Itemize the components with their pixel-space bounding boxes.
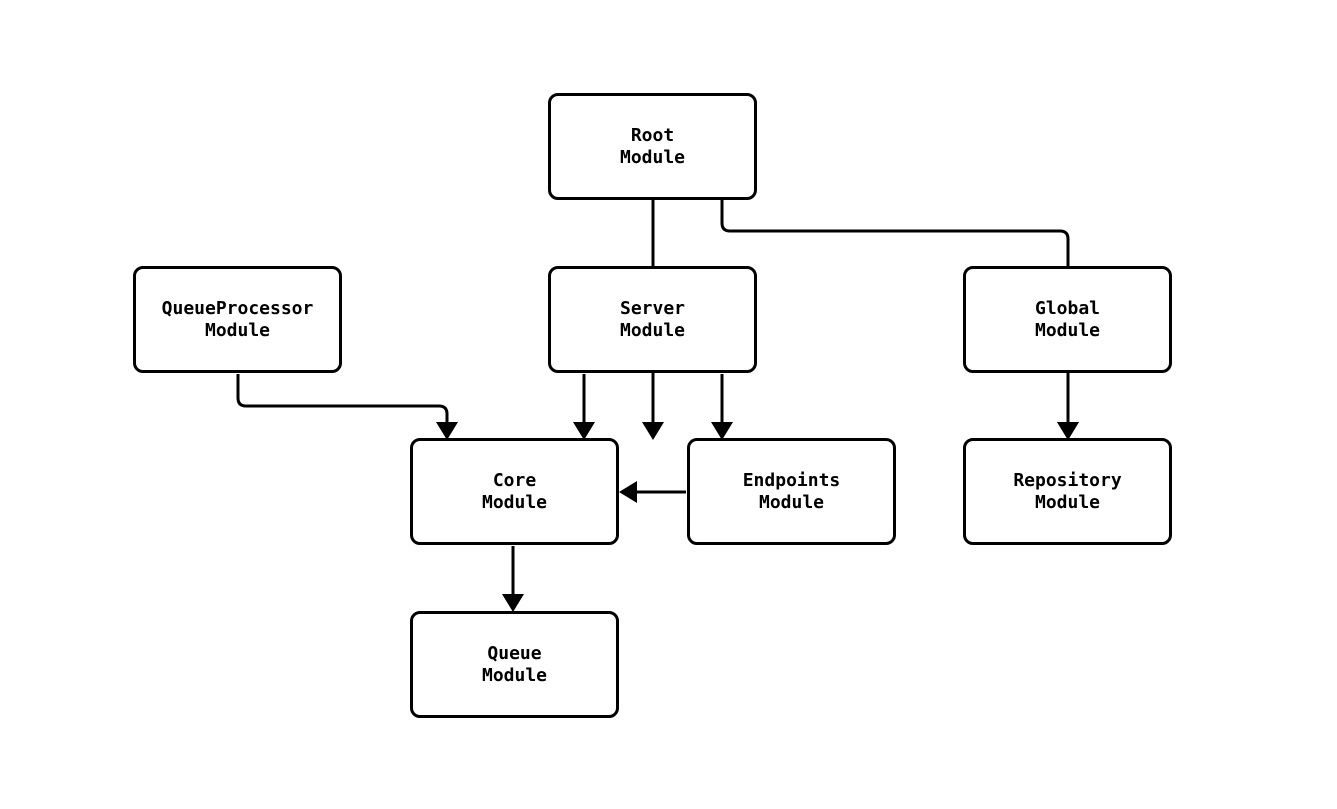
node-endpoints-module: Endpoints Module (687, 438, 896, 545)
edge-server-to-core (573, 374, 595, 440)
edge-endpoints-to-core (619, 481, 686, 503)
node-server-module: Server Module (548, 266, 757, 373)
node-label-line1: Core (492, 469, 537, 491)
edge-global-to-repository (1057, 374, 1079, 440)
node-label-line2: Module (204, 319, 271, 341)
node-label-line1: QueueProcessor (161, 297, 314, 319)
node-label-line1: Queue (487, 642, 542, 664)
node-label-line2: Module (619, 319, 686, 341)
node-label-line2: Module (758, 491, 825, 513)
edge-server-to-endpoints (711, 374, 733, 440)
node-global-module: Global Module (963, 266, 1172, 373)
edge-core-to-queue (502, 546, 524, 612)
node-label-line1: Server (619, 297, 686, 319)
node-repository-module: Repository Module (963, 438, 1172, 545)
node-core-module: Core Module (410, 438, 619, 545)
edge-queueprocessor-to-core (236, 374, 458, 440)
node-queueprocessor-module: QueueProcessor Module (133, 266, 342, 373)
node-label-line2: Module (1034, 491, 1101, 513)
node-label-line1: Root (630, 124, 675, 146)
node-queue-module: Queue Module (410, 611, 619, 718)
node-label-line2: Module (481, 491, 548, 513)
node-label-line1: Endpoints (742, 469, 841, 491)
node-label-line2: Module (1034, 319, 1101, 341)
node-root-module: Root Module (548, 93, 757, 200)
node-label-line2: Module (481, 664, 548, 686)
node-label-line2: Module (619, 146, 686, 168)
node-label-line1: Repository (1013, 469, 1122, 491)
node-label-line1: Global (1034, 297, 1101, 319)
